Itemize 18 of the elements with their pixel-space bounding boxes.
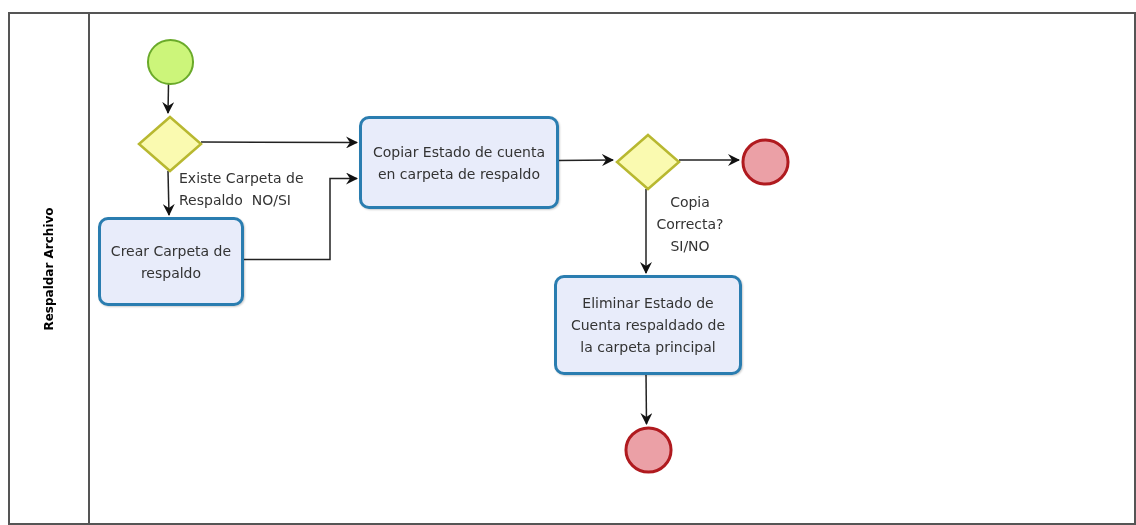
swimlane — [8, 12, 1136, 525]
arrow — [162, 170, 175, 216]
arrow — [556, 154, 614, 167]
condition-label: Copia Correcta? SI/NO — [655, 193, 725, 256]
task-label: Crear Carpeta de respaldo — [109, 241, 233, 283]
task-label: Eliminar Estado de Cuenta respaldado de la carpeta principal — [569, 294, 727, 357]
task-box — [98, 217, 244, 306]
task-box — [359, 116, 559, 209]
arrow — [162, 83, 175, 114]
arrow — [640, 188, 652, 274]
condition-label: Existe Carpeta de Respaldo NO/SI — [179, 169, 305, 210]
task-box — [554, 275, 742, 375]
arrow — [640, 372, 653, 425]
task-label: Copiar Estado de cuenta en carpeta de respaldo — [371, 142, 547, 184]
arrow — [678, 154, 740, 166]
arrow — [200, 136, 358, 149]
lane-title: Respaldar Archivo — [41, 206, 57, 331]
arrow — [241, 172, 358, 261]
